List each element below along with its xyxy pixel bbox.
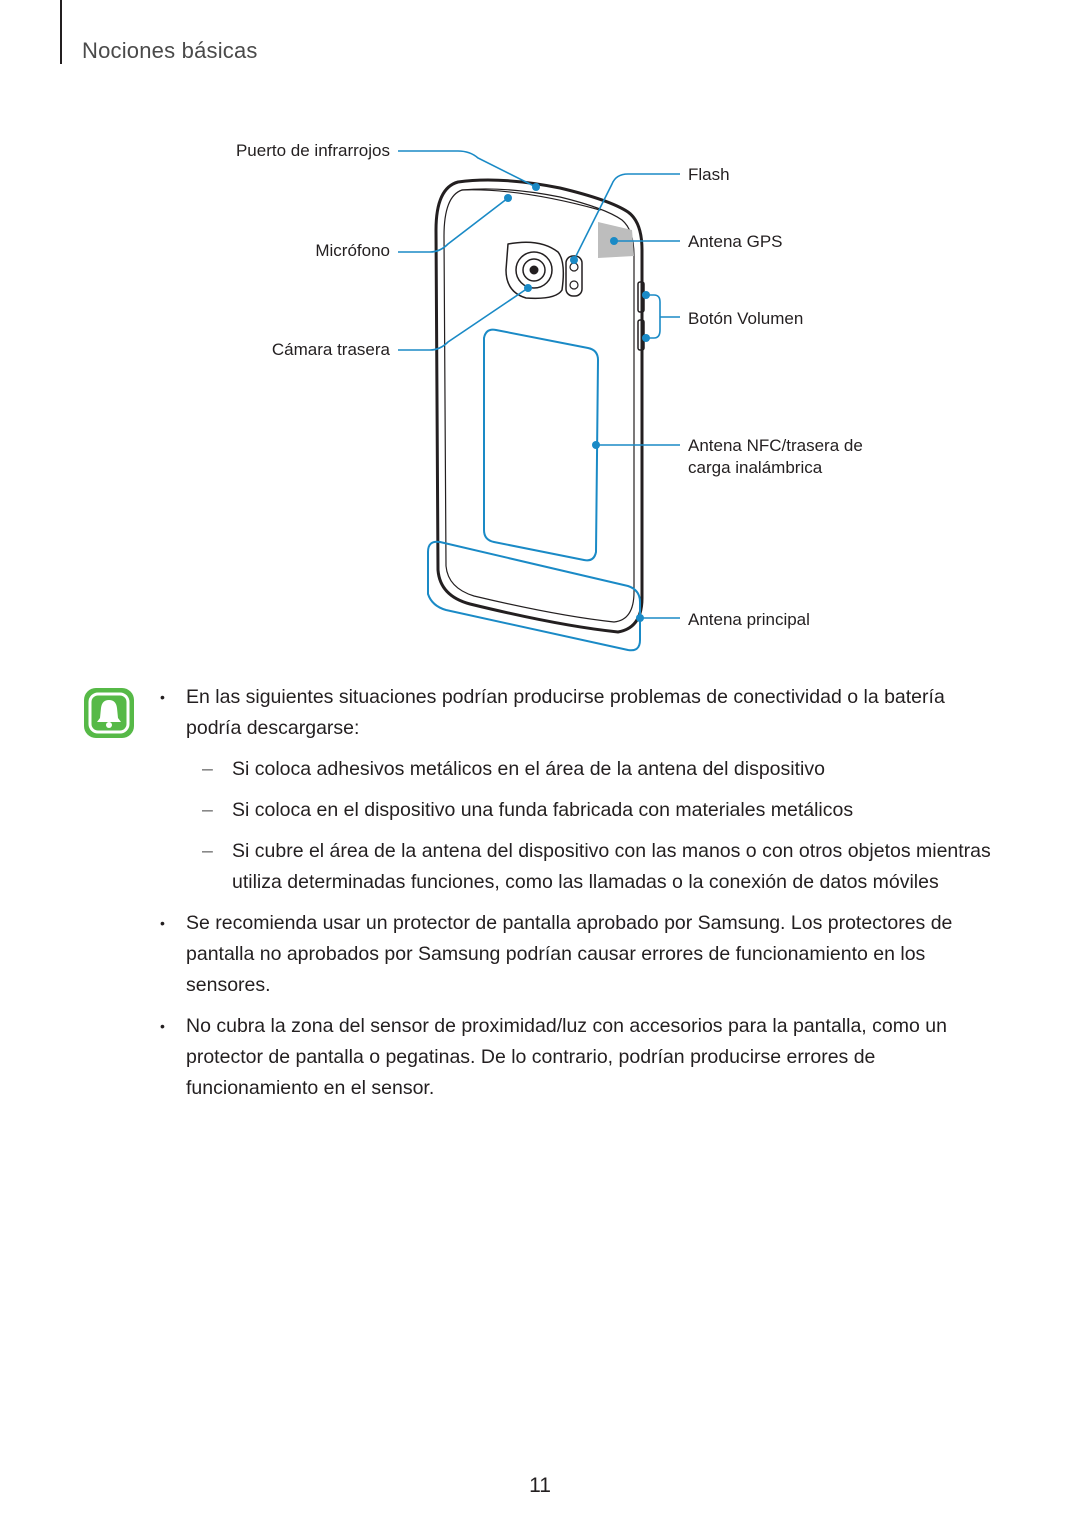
callout-rear-camera: Cámara trasera <box>271 340 390 359</box>
subitem-text: Si coloca adhesivos metálicos en el área… <box>232 758 825 780</box>
camera-lens-center <box>529 265 539 275</box>
page-number: 11 <box>529 1474 551 1497</box>
phone-top-edge <box>461 189 601 211</box>
callout-infrared: Puerto de infrarrojos <box>235 141 390 160</box>
callout-microphone: Micrófono <box>315 241 390 260</box>
notice-subitem: – Si coloca adhesivos metálicos en el ár… <box>160 754 1000 785</box>
notice-bullet: • No cubra la zona del sensor de proximi… <box>160 1011 1000 1104</box>
main-antenna-area <box>427 540 641 652</box>
nfc-antenna-area <box>483 328 599 562</box>
notice-subitem: – Si cubre el área de la antena del disp… <box>160 836 1000 898</box>
camera-lens-inner <box>522 258 546 282</box>
bullet-text: En las siguientes situaciones podrían pr… <box>186 686 945 739</box>
notice-subitem: – Si coloca en el dispositivo una funda … <box>160 795 1000 826</box>
bullet-text: Se recomienda usar un protector de panta… <box>186 912 953 996</box>
callout-flash: Flash <box>688 165 730 184</box>
notice-bullet: • Se recomienda usar un protector de pan… <box>160 908 1000 1001</box>
dash-marker: – <box>202 758 213 780</box>
bullet-marker: • <box>160 1018 165 1034</box>
volume-leader <box>646 294 680 339</box>
notice-list: • En las siguientes situaciones podrían … <box>160 682 1000 1114</box>
subitem-text: Si cubre el área de la antena del dispos… <box>232 840 991 893</box>
bullet-text: No cubra la zona del sensor de proximida… <box>186 1015 947 1099</box>
phone-outline <box>434 178 644 634</box>
camera-housing <box>505 241 565 300</box>
callout-main-antenna: Antena principal <box>688 610 810 629</box>
callout-nfc-antenna: Antena NFC/trasera de carga inalámbrica <box>688 436 863 477</box>
bullet-marker: • <box>160 689 165 705</box>
bullet-marker: • <box>160 915 165 931</box>
flash-light <box>569 262 579 272</box>
phone-inner-edge <box>443 188 635 623</box>
callout-gps-antenna: Antena GPS <box>688 232 783 251</box>
device-back-diagram: Puerto de infrarrojos Micrófono Cámara t… <box>0 0 1080 670</box>
subitem-text: Si coloca en el dispositivo una funda fa… <box>232 799 854 821</box>
camera-lens-outer <box>515 251 553 289</box>
flash-leader <box>573 173 680 261</box>
callout-volume-button: Botón Volumen <box>688 309 804 328</box>
microphone-leader <box>398 197 509 253</box>
dash-marker: – <box>202 799 213 821</box>
dash-marker: – <box>202 840 213 862</box>
infrared-leader <box>398 150 537 188</box>
phone-back-illustration <box>398 150 680 652</box>
section-title: Nociones básicas <box>82 38 258 63</box>
camera-leader <box>398 287 529 351</box>
bell-notice-icon <box>82 686 136 740</box>
hr-sensor <box>569 280 579 290</box>
notice-bullet: • En las siguientes situaciones podrían … <box>160 682 1000 744</box>
header-rule <box>60 0 62 64</box>
